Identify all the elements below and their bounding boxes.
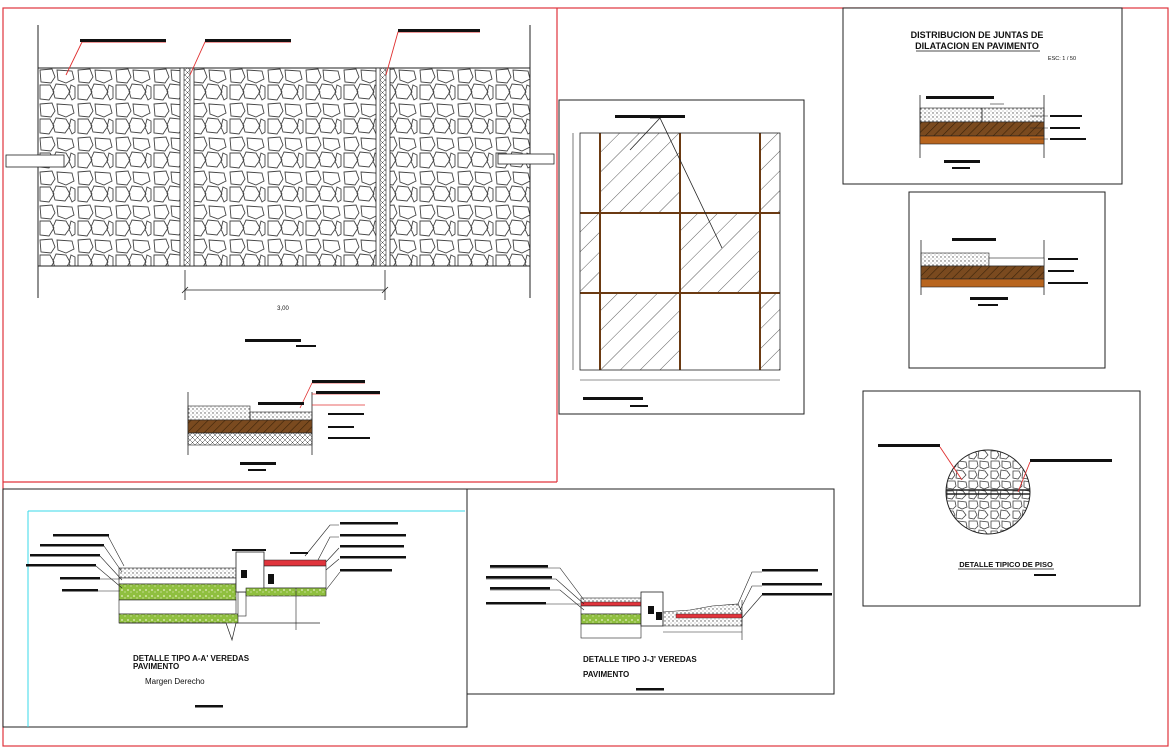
distribucion-title-line1: DISTRIBUCION DE JUNTAS DE	[911, 30, 1044, 40]
panel-joint-section	[908, 191, 1106, 369]
panel-detalle-aa: DETALLE TIPO A-A' VEREDAS PAVIMENTO Marg…	[2, 488, 468, 728]
joint-section-small	[187, 380, 380, 471]
aa-title-line1: DETALLE TIPO A-A' VEREDAS	[133, 654, 250, 663]
aa-subtitle-margen: Margen Derecho	[145, 677, 205, 686]
panel-detalle-jj: DETALLE TIPO J-J' VEREDAS PAVIMENTO	[466, 488, 835, 695]
panel-stone-plan: 3,00	[5, 25, 555, 471]
distribucion-title-line2: DILATACION EN PAVIMENTO	[915, 41, 1039, 51]
panel-detalle-piso: DETALLE TIPICO DE PISO	[862, 390, 1141, 607]
jj-title-line1: DETALLE TIPO J-J' VEREDAS	[583, 655, 697, 664]
aa-title-line2: PAVIMENTO	[133, 662, 179, 671]
dimension-label: 3,00	[277, 306, 289, 312]
sheet-frames	[2, 7, 1169, 747]
detalle-piso-title: DETALLE TIPICO DE PISO	[959, 560, 1053, 569]
scale-label: ESC: 1 / 50	[1048, 56, 1076, 62]
jj-title-line2: PAVIMENTO	[583, 670, 629, 679]
panel-slab-grid	[558, 99, 805, 415]
panel-distribucion-juntas: DISTRIBUCION DE JUNTAS DE DILATACION EN …	[842, 7, 1123, 185]
